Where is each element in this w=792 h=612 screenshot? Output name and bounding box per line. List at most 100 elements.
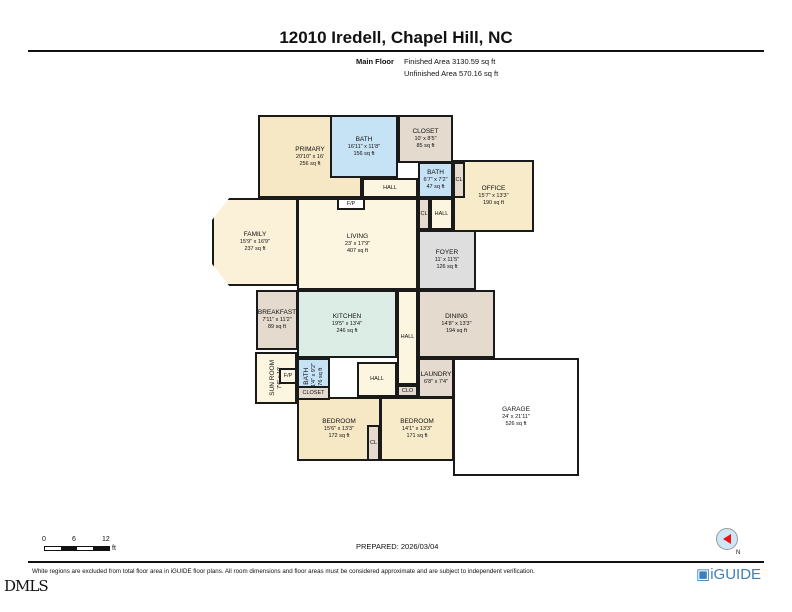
room-name: SUN ROOM: [268, 360, 276, 396]
divider: [28, 50, 764, 52]
room-text: 47 sq ft: [426, 184, 445, 191]
page-title: 12010 Iredell, Chapel Hill, NC: [279, 28, 513, 47]
prepared-date: PREPARED: 2026/03/04: [356, 542, 439, 551]
room-text: 256 sq ft: [299, 160, 321, 167]
room-text: 190 sq ft: [482, 200, 505, 207]
finished-area: Finished Area 3130.59 sq ft: [404, 57, 496, 66]
space-cl: CL: [367, 425, 380, 461]
room-text: 19'5" x 13'4": [331, 321, 363, 328]
room-name: GARAGE: [502, 406, 530, 414]
space-label: CL: [420, 210, 428, 217]
space-label: F/P: [346, 200, 356, 207]
brand-name: iGUIDE: [710, 566, 762, 583]
room-text: 23' x 17'9": [344, 241, 371, 248]
iguide-icon: ▣: [696, 566, 711, 583]
room-text: 526 sq ft: [505, 421, 527, 428]
room-name: CLOSET: [412, 128, 439, 136]
room-name: KITCHEN: [332, 313, 362, 321]
room-text: 6'8" x 7'4": [423, 378, 449, 385]
room-text: 11' x 11'5": [434, 257, 460, 264]
room-text: 237 sq ft: [244, 246, 266, 253]
room-text: 15'9" x 16'9": [239, 239, 271, 246]
room-name: PRIMARY: [295, 145, 325, 153]
space-closet: CLOSET: [297, 386, 330, 400]
space-hall: HALL: [357, 362, 397, 397]
space-cl: CL: [453, 162, 465, 198]
compass-needle: [723, 534, 731, 544]
space-hall: HALL: [362, 178, 418, 198]
room-text: 20'10" x 16': [295, 153, 325, 160]
room-name: DINING: [445, 313, 468, 321]
room-text: 194 sq ft: [445, 328, 468, 335]
room-name: OFFICE: [481, 185, 506, 193]
space-label: CL: [369, 439, 378, 446]
room-text: 10' x 8'5": [414, 136, 437, 143]
scale-tick: 0: [42, 536, 46, 543]
room-name: BEDROOM: [322, 418, 356, 426]
space-label: CLO: [401, 387, 414, 394]
room-name: FAMILY: [243, 231, 267, 239]
space-label: HALL: [400, 334, 415, 341]
iguide-logo: ▣iGUIDE: [696, 565, 761, 583]
room-text: 246 sq ft: [336, 328, 358, 335]
room-name: BATH: [355, 135, 373, 143]
space-label: CL: [455, 176, 463, 183]
room-name: BEDROOM: [400, 418, 434, 426]
room-text: 85 sq ft: [416, 143, 435, 150]
space-label: HALL: [434, 210, 449, 217]
room-text: 6'7" x 7'2": [423, 177, 448, 184]
room-name: LIVING: [346, 233, 369, 241]
scale-tick: 6: [72, 536, 76, 543]
disclaimer: White regions are excluded from total fl…: [32, 568, 535, 575]
floor-label: Main Floor: [356, 57, 394, 66]
watermark-logo: DMLS: [4, 577, 49, 595]
room-text: 16'11" x 11'8": [347, 143, 381, 150]
room-text: 156 sq ft: [353, 150, 375, 157]
scale-bar-graphic: [44, 546, 110, 551]
room-name: FOYER: [435, 249, 459, 257]
scale-tick: 12: [102, 536, 110, 543]
room-text: 7'11" x 11'2": [262, 317, 292, 324]
room-text: 14'1" x 13'3": [401, 426, 433, 433]
room-name: LAUNDRY: [420, 370, 452, 378]
room-text: 24' x 21'11": [502, 414, 530, 421]
room-text: 172 sq ft: [328, 433, 350, 440]
room-text: 15'7" x 13'3": [478, 193, 509, 200]
room-text: 15'6" x 13'3": [323, 426, 355, 433]
compass-north-label: N: [736, 550, 741, 556]
room-name: BREAKFAST: [257, 309, 297, 317]
space-label: CLOSET: [302, 389, 325, 396]
space-clo: CLO: [397, 385, 418, 397]
space-label: HALL: [383, 184, 397, 191]
space-fp: F/P: [337, 198, 365, 210]
space-hall: HALL: [430, 198, 453, 230]
space-fp: F/P: [279, 368, 297, 384]
room-text: 89 sq ft: [267, 324, 287, 331]
room-text: 171 sq ft: [406, 433, 428, 440]
compass-icon: [716, 528, 738, 550]
room-text: 14'8" x 13'3": [441, 321, 472, 328]
unfinished-area: Unfinished Area 570.16 sq ft: [404, 69, 499, 78]
room-name: BATH: [427, 169, 444, 177]
space-hall: HALL: [397, 290, 418, 385]
room-text: 407 sq ft: [346, 248, 369, 255]
space-label: HALL: [370, 376, 384, 383]
space-cl: CL: [418, 198, 430, 230]
scale-unit: ft: [112, 545, 116, 552]
room-text: 126 sq ft: [436, 264, 458, 271]
divider: [28, 561, 764, 563]
space-label: F/P: [283, 372, 293, 379]
